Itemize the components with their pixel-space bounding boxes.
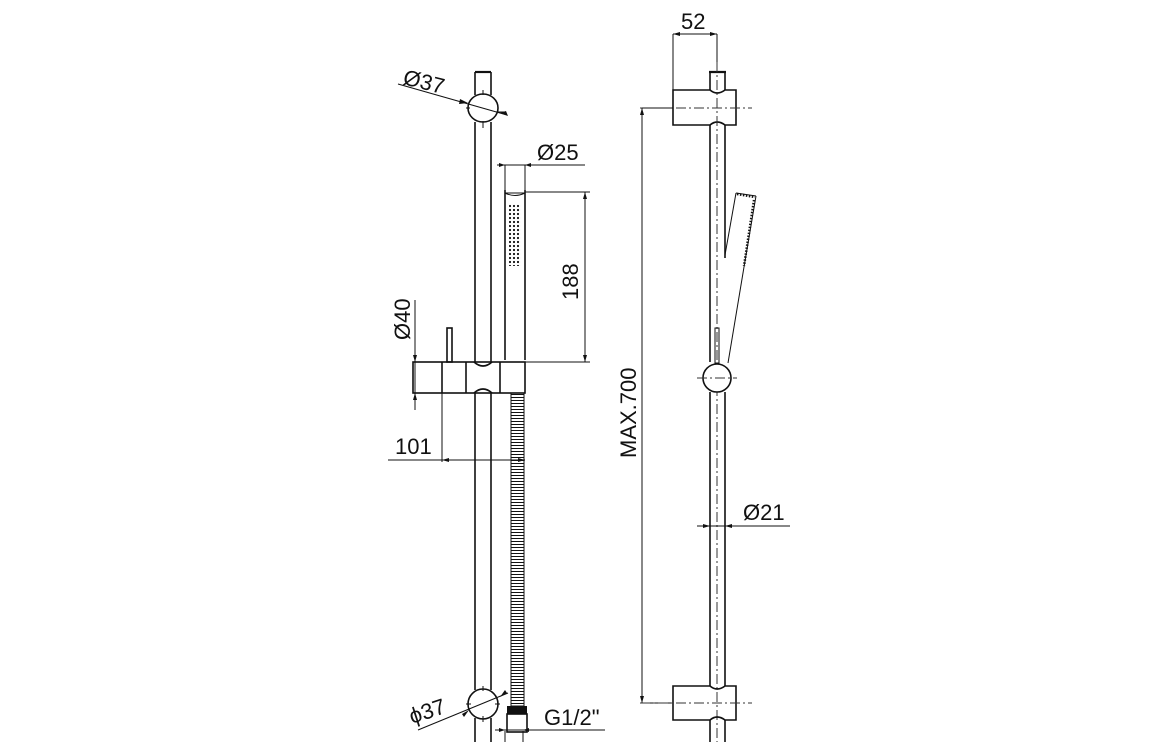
handshower-side — [714, 192, 757, 364]
label-bracket-projection: 52 — [681, 9, 705, 34]
label-bottom-bracket-diameter: ϕ37 — [406, 694, 449, 729]
side-view: 52 — [616, 9, 790, 742]
bottom-bracket-circle — [466, 686, 500, 722]
front-view: Ø37 Ø25 — [388, 65, 605, 742]
hose-front — [506, 392, 528, 733]
label-rail-length: MAX.700 — [616, 368, 641, 459]
slider-front — [412, 327, 526, 394]
label-handshower-length: 188 — [558, 263, 583, 300]
label-hose-connection: G1/2" — [544, 705, 600, 730]
label-handshower-diameter: Ø25 — [537, 140, 579, 165]
label-rail-diameter: Ø21 — [743, 500, 785, 525]
label-slider-diameter: Ø40 — [390, 298, 415, 340]
dim-hose-connection: G1/2" — [495, 705, 605, 742]
dim-slider-diameter: Ø40 — [390, 298, 417, 410]
label-top-bracket-diameter: Ø37 — [401, 65, 447, 99]
dim-slider-projection: 101 — [388, 393, 525, 462]
handshower-front — [504, 190, 526, 360]
bottom-bracket-side — [640, 685, 752, 742]
dim-handshower-diameter: Ø25 — [497, 140, 585, 190]
top-bracket-side — [640, 70, 752, 126]
dim-rail-diameter: Ø21 — [697, 500, 790, 528]
rail-front — [474, 70, 492, 742]
label-slider-projection: 101 — [395, 434, 432, 459]
slider-side — [697, 363, 737, 393]
rail-side — [709, 62, 726, 742]
dim-handshower-length: 188 — [525, 191, 590, 363]
spray-nozzles — [509, 204, 521, 266]
dim-rail-length: MAX.700 — [616, 107, 673, 704]
